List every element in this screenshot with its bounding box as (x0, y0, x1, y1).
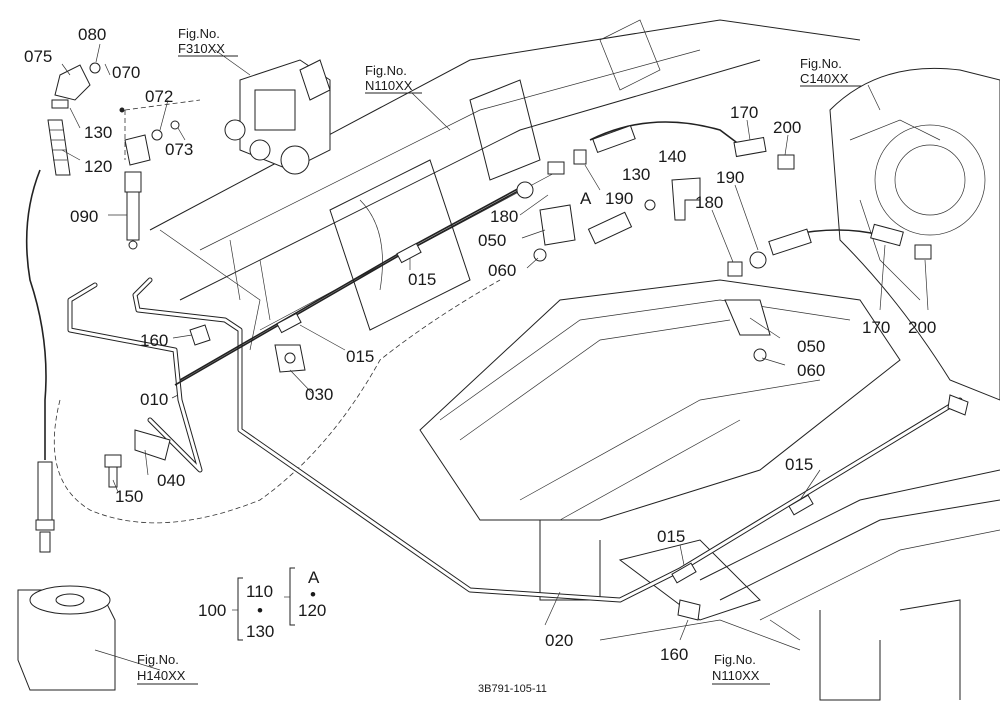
fig-ref-n110-top-line2: N110XX (365, 78, 413, 93)
figure-refs: Fig.No. F310XX Fig.No. N110XX Fig.No. C1… (137, 26, 849, 683)
part-label: 130 (622, 165, 650, 184)
part-label: 190 (605, 189, 633, 208)
part-label: 200 (908, 318, 936, 337)
part-label: 015 (408, 270, 436, 289)
part-label: 120 (84, 157, 112, 176)
connector-set-right (677, 223, 969, 621)
part-label: 075 (24, 47, 52, 66)
assembly-legend: 100 110 • 130 A • 120 (198, 568, 326, 641)
part-label: A (580, 189, 592, 208)
part-label: 130 (84, 123, 112, 142)
legend-group-sub: 120 (298, 601, 326, 620)
legend-brackets (124, 99, 295, 641)
legend-sub1: 110 (246, 582, 273, 601)
fig-ref-c140-line1: Fig.No. (800, 56, 842, 71)
part-label: 080 (78, 25, 106, 44)
drawing-code: 3B791-105-11 (478, 683, 547, 695)
part-label: 015 (657, 527, 685, 546)
part-label: 015 (785, 455, 813, 474)
part-label: 072 (145, 87, 173, 106)
part-label: 180 (490, 207, 518, 226)
lower-sensor (17, 461, 116, 691)
part-label: 160 (140, 331, 168, 350)
part-label: 140 (658, 147, 686, 166)
legend-main: 100 (198, 601, 226, 620)
part-label: 170 (862, 318, 890, 337)
part-label: 060 (797, 361, 825, 380)
legend-dot-1: • (257, 601, 263, 620)
fig-ref-c140-line2: C140XX (800, 71, 849, 86)
fig-ref-f310-line1: Fig.No. (178, 26, 220, 41)
pipe-010 (67, 282, 203, 473)
part-label: 150 (115, 487, 143, 506)
fig-ref-h140-line2: H140XX (137, 668, 186, 683)
part-label: 040 (157, 471, 185, 490)
part-label: 010 (140, 390, 168, 409)
return-hose (25, 121, 881, 460)
part-label: 170 (730, 103, 758, 122)
part-label: 050 (797, 337, 825, 356)
elbow-072 (119, 107, 180, 166)
part-label: 015 (346, 347, 374, 366)
part-label: 030 (305, 385, 333, 404)
part-labels: 075 080 070 072 073 130 120 090 015 015 … (24, 25, 936, 664)
part-label: 073 (165, 140, 193, 159)
injection-pump (224, 59, 331, 175)
part-label: 160 (660, 645, 688, 664)
fig-ref-f310-line2: F310XX (178, 41, 225, 56)
sleeves-015 (276, 242, 814, 584)
legend-dot-2: • (310, 585, 316, 604)
legend-group: A (308, 568, 320, 587)
pipe-020 (132, 277, 963, 603)
connector-set-top (516, 124, 795, 262)
fitting-090 (124, 171, 142, 250)
fig-ref-n110-bottom-line1: Fig.No. (714, 652, 756, 667)
fig-ref-n110-top-line1: Fig.No. (365, 63, 407, 78)
part-label: 190 (716, 168, 744, 187)
frame-outline (53, 19, 1000, 701)
elbow-075 (47, 62, 101, 176)
part-label: 200 (773, 118, 801, 137)
part-label: 090 (70, 207, 98, 226)
fig-ref-n110-bottom-line2: N110XX (712, 668, 760, 683)
legend-sub2: 130 (246, 622, 274, 641)
clamps (104, 324, 306, 488)
leader-lines (61, 43, 929, 685)
part-label: 020 (545, 631, 573, 650)
part-label: 070 (112, 63, 140, 82)
part-label: 180 (695, 193, 723, 212)
part-label: 060 (488, 261, 516, 280)
fig-ref-h140-line1: Fig.No. (137, 652, 179, 667)
part-label: 050 (478, 231, 506, 250)
